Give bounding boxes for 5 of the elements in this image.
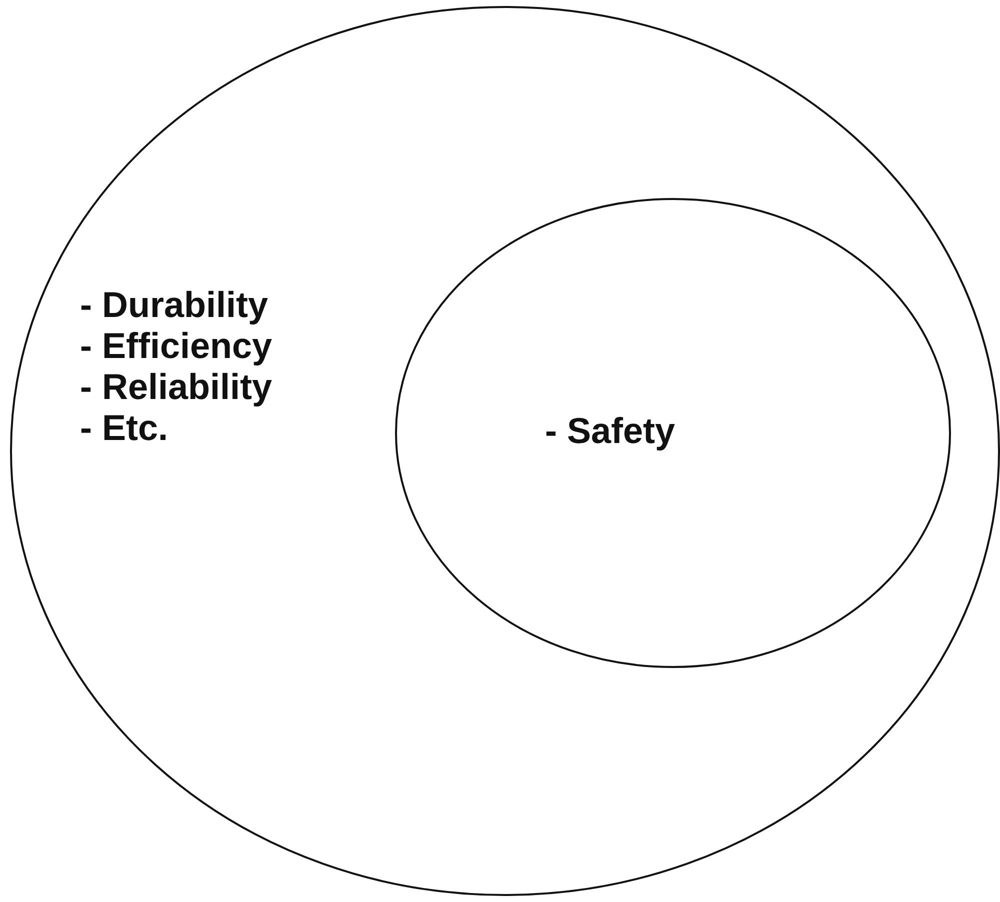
list-item: - Efficiency <box>80 325 272 366</box>
list-item: - Reliability <box>80 366 272 407</box>
list-item: - Durability <box>80 284 270 325</box>
list-item: - Safety <box>545 410 676 451</box>
list-item: - Etc. <box>80 407 170 448</box>
